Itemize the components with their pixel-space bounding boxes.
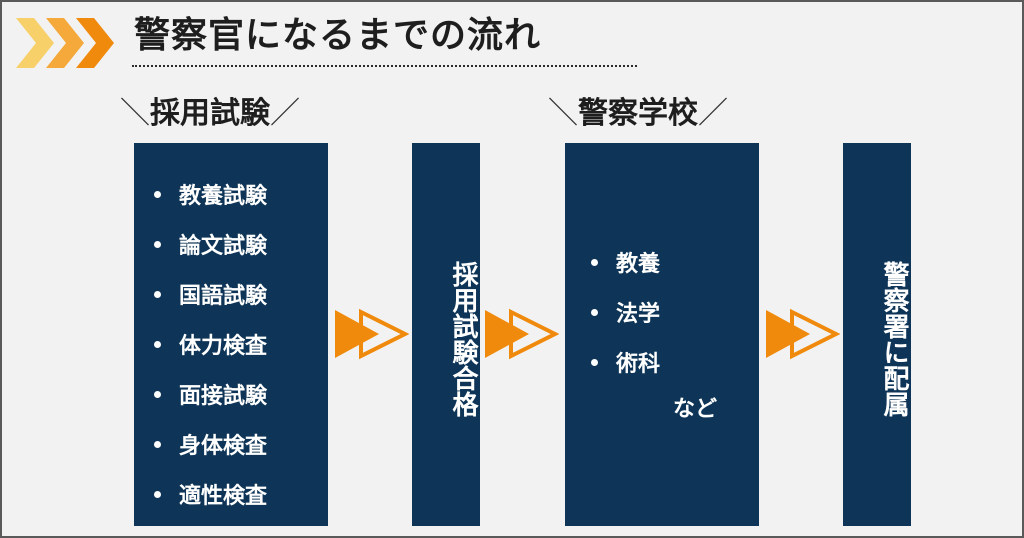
list-item: 国語試験 (154, 269, 267, 319)
list-item: 適性検査 (154, 469, 267, 519)
double-arrow-icon (335, 308, 409, 360)
bullet-dot (591, 358, 598, 366)
title-underline (132, 65, 637, 67)
assignment-box: 警察署に配属 (843, 143, 911, 526)
exam-label-text: 採用試験 (150, 96, 270, 131)
list-item: 体力検査 (154, 319, 267, 369)
school-label-text: 警察学校 (578, 96, 698, 131)
school-items-list: 教養 法学 術科 (591, 237, 660, 387)
section-label-exam: ＼採用試験／ (120, 96, 300, 131)
exam-items-list: 教養試験 論文試験 国語試験 体力検査 面接試験 身体検査 適性検査 (154, 169, 267, 519)
double-arrow-icon (766, 308, 840, 360)
list-item: 教養 (591, 237, 660, 287)
bullet-dot (154, 490, 161, 498)
school-note: など (673, 397, 718, 422)
list-item: 術科 (591, 337, 660, 387)
school-items-box: 教養 法学 術科 など (565, 143, 759, 526)
chevron-arrows-icon (16, 18, 114, 68)
page-title: 警察官になるまでの流れ (134, 15, 542, 56)
assignment-label: 警察署に配属 (879, 261, 909, 417)
bullet-dot (154, 390, 161, 398)
list-item: 論文試験 (154, 219, 267, 269)
bullet-dot (154, 290, 161, 298)
bullet-dot (591, 258, 598, 266)
list-item: 教養試験 (154, 169, 267, 219)
exam-pass-label: 採用試験合格 (448, 261, 478, 417)
exam-pass-box: 採用試験合格 (412, 143, 480, 526)
bullet-dot (154, 340, 161, 348)
bullet-dot (154, 240, 161, 248)
bullet-dot (591, 308, 598, 316)
list-item: 面接試験 (154, 369, 267, 419)
double-arrow-icon (485, 308, 559, 360)
bullet-dot (154, 190, 161, 198)
exam-items-box: 教養試験 論文試験 国語試験 体力検査 面接試験 身体検査 適性検査 (134, 143, 328, 526)
bullet-dot (154, 440, 161, 448)
list-item: 法学 (591, 287, 660, 337)
list-item: 身体検査 (154, 419, 267, 469)
section-label-school: ＼警察学校／ (548, 96, 728, 131)
